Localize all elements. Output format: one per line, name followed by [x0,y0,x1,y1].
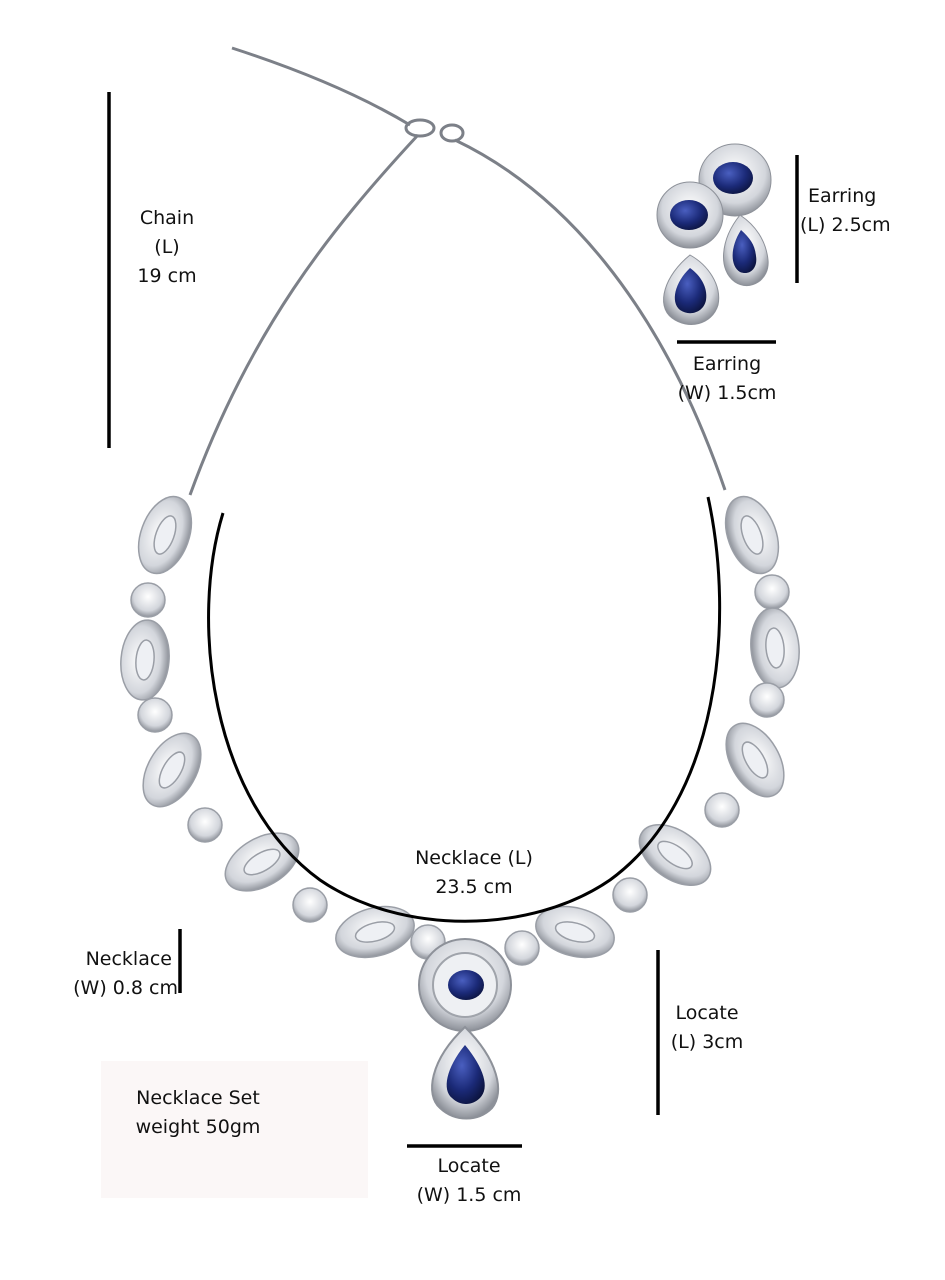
marquise-stone [354,921,396,943]
marquise-stone [135,639,155,681]
weight-label: Necklace Set weight 50gm [136,1084,261,1142]
marquise-stone [765,627,785,669]
locket-length-line2: (L) 3cm [670,1031,744,1053]
necklace-width-line1: Necklace [85,948,172,970]
chain-label-line2: (L) [154,236,180,258]
flower-link [130,582,166,618]
flower-link [754,574,790,610]
earring-length-line1: Earring [808,185,877,207]
chain-length-label: Chain (L) 19 cm [137,204,196,291]
flower-link [612,877,648,913]
marquise-stone [153,515,177,555]
necklace-length-arc [207,496,722,923]
weight-label-line1: Necklace Set [136,1087,260,1109]
locket-width-label: Locate (W) 1.5 cm [417,1152,522,1210]
jewel-band [120,495,800,966]
flower-link [137,697,173,733]
weight-box [101,1061,368,1198]
flower-link [187,807,223,843]
locket-length-label: Locate (L) 3cm [671,999,744,1057]
flower-link [504,930,540,966]
flower-link [704,792,740,828]
measurement-lines [107,92,799,1148]
marquise-stone [740,515,764,555]
earring-length-label: Earring (L) 2.5cm [800,182,891,240]
earring-length-line2: (L) 2.5cm [800,214,891,236]
necklace-length-line1: Necklace (L) [415,847,533,869]
earring-width-label: Earring (W) 1.5cm [678,350,777,408]
locket-length-line1: Locate [675,1002,739,1024]
weight-label-line2: weight 50gm [135,1116,261,1138]
flower-link [749,682,785,718]
marquise-stone [243,848,281,876]
earring-width-line1: Earring [692,353,762,375]
marquise-stone [657,840,693,870]
necklace-width-label: Necklace (W) 0.8 cm [73,945,178,1003]
pendant [418,938,512,1120]
necklace-length-label: Necklace (L) 23.5 cm [415,844,533,902]
necklace-width-line2: (W) 0.8 cm [73,977,178,999]
marquise-stone [158,751,186,789]
earring-width-line2: (W) 1.5cm [677,382,777,404]
chain-label-line3: 19 cm [137,265,197,287]
marquise-stone [554,921,596,943]
necklace-length-line2: 23.5 cm [435,876,513,898]
marquise-stone [741,741,769,779]
chain-label-line1: Chain [139,207,195,229]
locket-width-line1: Locate [437,1155,501,1177]
chain [188,46,727,496]
earrings [656,143,772,325]
flower-link [292,887,328,923]
locket-width-line2: (W) 1.5 cm [416,1184,522,1206]
